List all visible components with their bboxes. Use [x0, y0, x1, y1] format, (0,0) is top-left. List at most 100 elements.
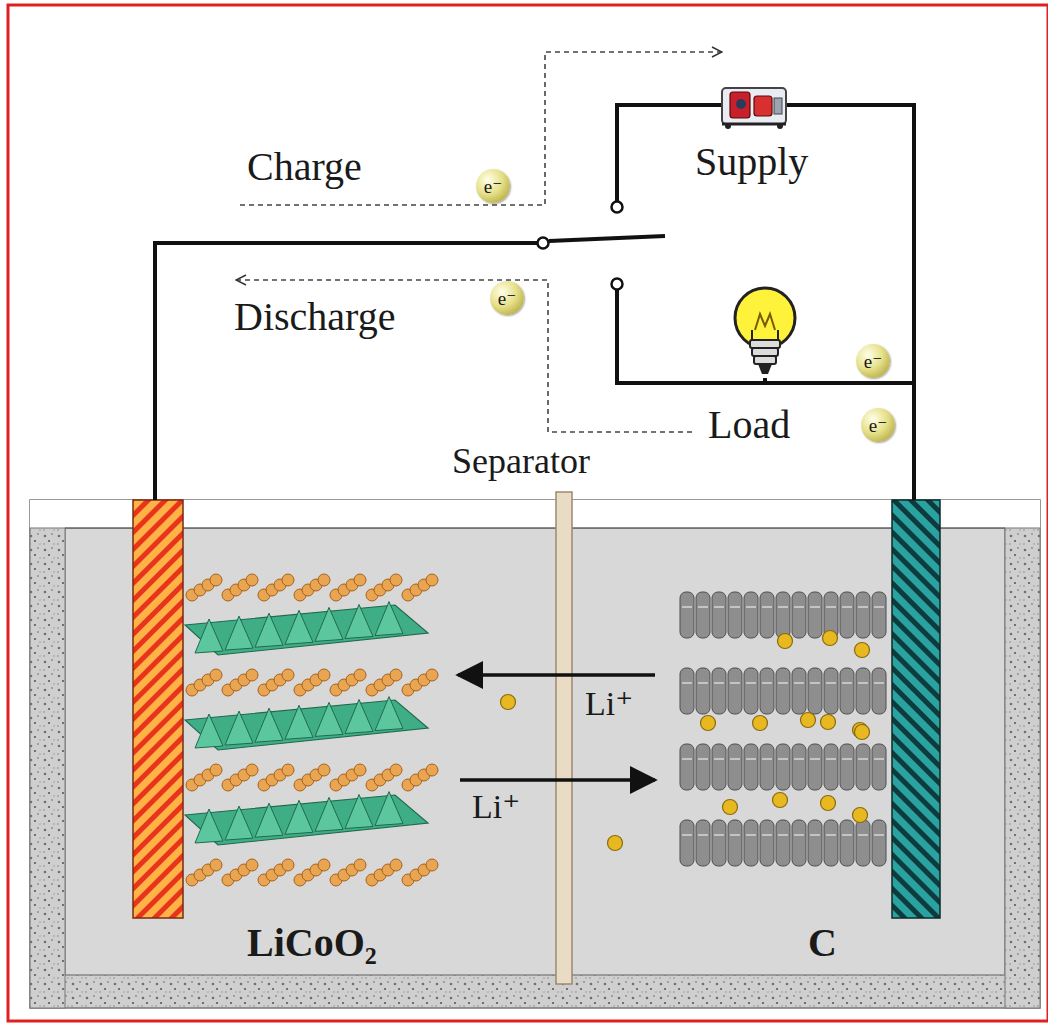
- carbon-column: [680, 592, 694, 638]
- carbon-highlight: [778, 606, 788, 608]
- carbon-highlight: [810, 834, 820, 836]
- load-lamp: [752, 330, 778, 340]
- load-lamp: [754, 356, 776, 364]
- cell-housing: [65, 527, 1005, 529]
- cobalt-octahedron: [255, 613, 283, 647]
- carbon-column: [696, 820, 710, 866]
- lattice-ion: [246, 574, 258, 586]
- mode-label: Charge: [247, 146, 362, 188]
- carbon-column: [808, 820, 822, 866]
- switch-contact: [538, 238, 549, 249]
- cobalt-octahedron: [285, 610, 313, 644]
- switch-contact: [612, 279, 623, 290]
- supply-generator: [722, 88, 786, 129]
- lattice-ion: [390, 859, 402, 871]
- supply-generator: [774, 98, 782, 114]
- carbon-column: [760, 820, 774, 866]
- carbon-highlight: [842, 834, 852, 836]
- cobalt-octahedron: [375, 792, 403, 826]
- carbon-highlight: [698, 758, 708, 760]
- load-lamp: [752, 348, 778, 356]
- carbon-column: [840, 820, 854, 866]
- cobalt-octahedron: [375, 602, 403, 636]
- cell-housing: [30, 500, 1040, 1008]
- circuit-wire: [617, 289, 914, 383]
- carbon-column: [712, 820, 726, 866]
- carbon-column: [696, 744, 710, 790]
- carbon-column: [872, 744, 886, 790]
- cobalt-octahedron: [225, 806, 253, 840]
- licoo2-lattice: [185, 574, 438, 886]
- carbon-highlight: [762, 606, 772, 608]
- carbon-highlight: [858, 606, 868, 608]
- switch-contact: [612, 202, 623, 213]
- carbon-highlight: [698, 682, 708, 684]
- carbon-highlight: [730, 606, 740, 608]
- lithium-ion: [821, 796, 836, 811]
- carbon-column: [728, 744, 742, 790]
- electron-symbol: e⁻: [498, 289, 516, 308]
- carbon-column: [744, 744, 758, 790]
- carbon-column: [744, 820, 758, 866]
- carbon-column: [712, 744, 726, 790]
- lithium-ion: [608, 836, 623, 851]
- carbon-highlight: [746, 606, 756, 608]
- carbon-highlight: [858, 834, 868, 836]
- carbon-column: [680, 668, 694, 714]
- carbon-column: [856, 668, 870, 714]
- supply-generator: [754, 96, 772, 116]
- lithium-ion: [855, 643, 870, 658]
- carbon-highlight: [746, 834, 756, 836]
- lattice-ion: [210, 764, 222, 776]
- electrode-structures: [185, 574, 886, 886]
- carbon-column: [792, 668, 806, 714]
- carbon-highlight: [730, 758, 740, 760]
- lattice-ion: [390, 574, 402, 586]
- lithium-ion: [753, 716, 768, 731]
- lithium-ion: [778, 634, 793, 649]
- supply-generator: [722, 88, 786, 124]
- lattice-ion: [210, 669, 222, 681]
- supply-generator: [722, 123, 786, 126]
- cobalt-octahedron: [315, 607, 343, 641]
- carbon-column: [856, 592, 870, 638]
- carbon-highlight: [826, 682, 836, 684]
- ion-flow-arrow: [460, 778, 655, 782]
- lattice-ion: [282, 859, 294, 871]
- carbon-column: [696, 668, 710, 714]
- carbon-highlight: [842, 606, 852, 608]
- cobalt-octahedron: [225, 711, 253, 745]
- carbon-column: [760, 668, 774, 714]
- cobalt-octahedron: [225, 616, 253, 650]
- carbon-column: [840, 668, 854, 714]
- carbon-highlight: [842, 758, 852, 760]
- cobalt-octahedron: [345, 700, 373, 734]
- carbon-highlight: [810, 758, 820, 760]
- carbon-highlight: [714, 758, 724, 760]
- electron-symbol: e⁻: [869, 416, 887, 435]
- carbon-column: [712, 668, 726, 714]
- carbon-highlight: [778, 682, 788, 684]
- lattice-ion: [282, 669, 294, 681]
- lattice-ion: [246, 859, 258, 871]
- carbon-column: [680, 744, 694, 790]
- cobalt-octahedron: [315, 702, 343, 736]
- cell-housing: [1005, 500, 1040, 528]
- carbon-highlight: [794, 606, 804, 608]
- carbon-highlight: [826, 606, 836, 608]
- lithium-ion: [723, 800, 738, 815]
- lattice-ion: [318, 859, 330, 871]
- carbon-column: [840, 592, 854, 638]
- lattice-ion: [282, 574, 294, 586]
- carbon-highlight: [762, 758, 772, 760]
- carbon-highlight: [682, 758, 692, 760]
- load-label: Load: [708, 404, 790, 446]
- lattice-ion: [246, 764, 258, 776]
- carbon-highlight: [794, 682, 804, 684]
- electron-ball: e⁻: [856, 344, 890, 378]
- carbon-column: [824, 668, 838, 714]
- carbon-highlight: [842, 682, 852, 684]
- electron-ball: e⁻: [861, 408, 895, 442]
- carbon-column: [728, 592, 742, 638]
- load-lamp: [758, 364, 772, 374]
